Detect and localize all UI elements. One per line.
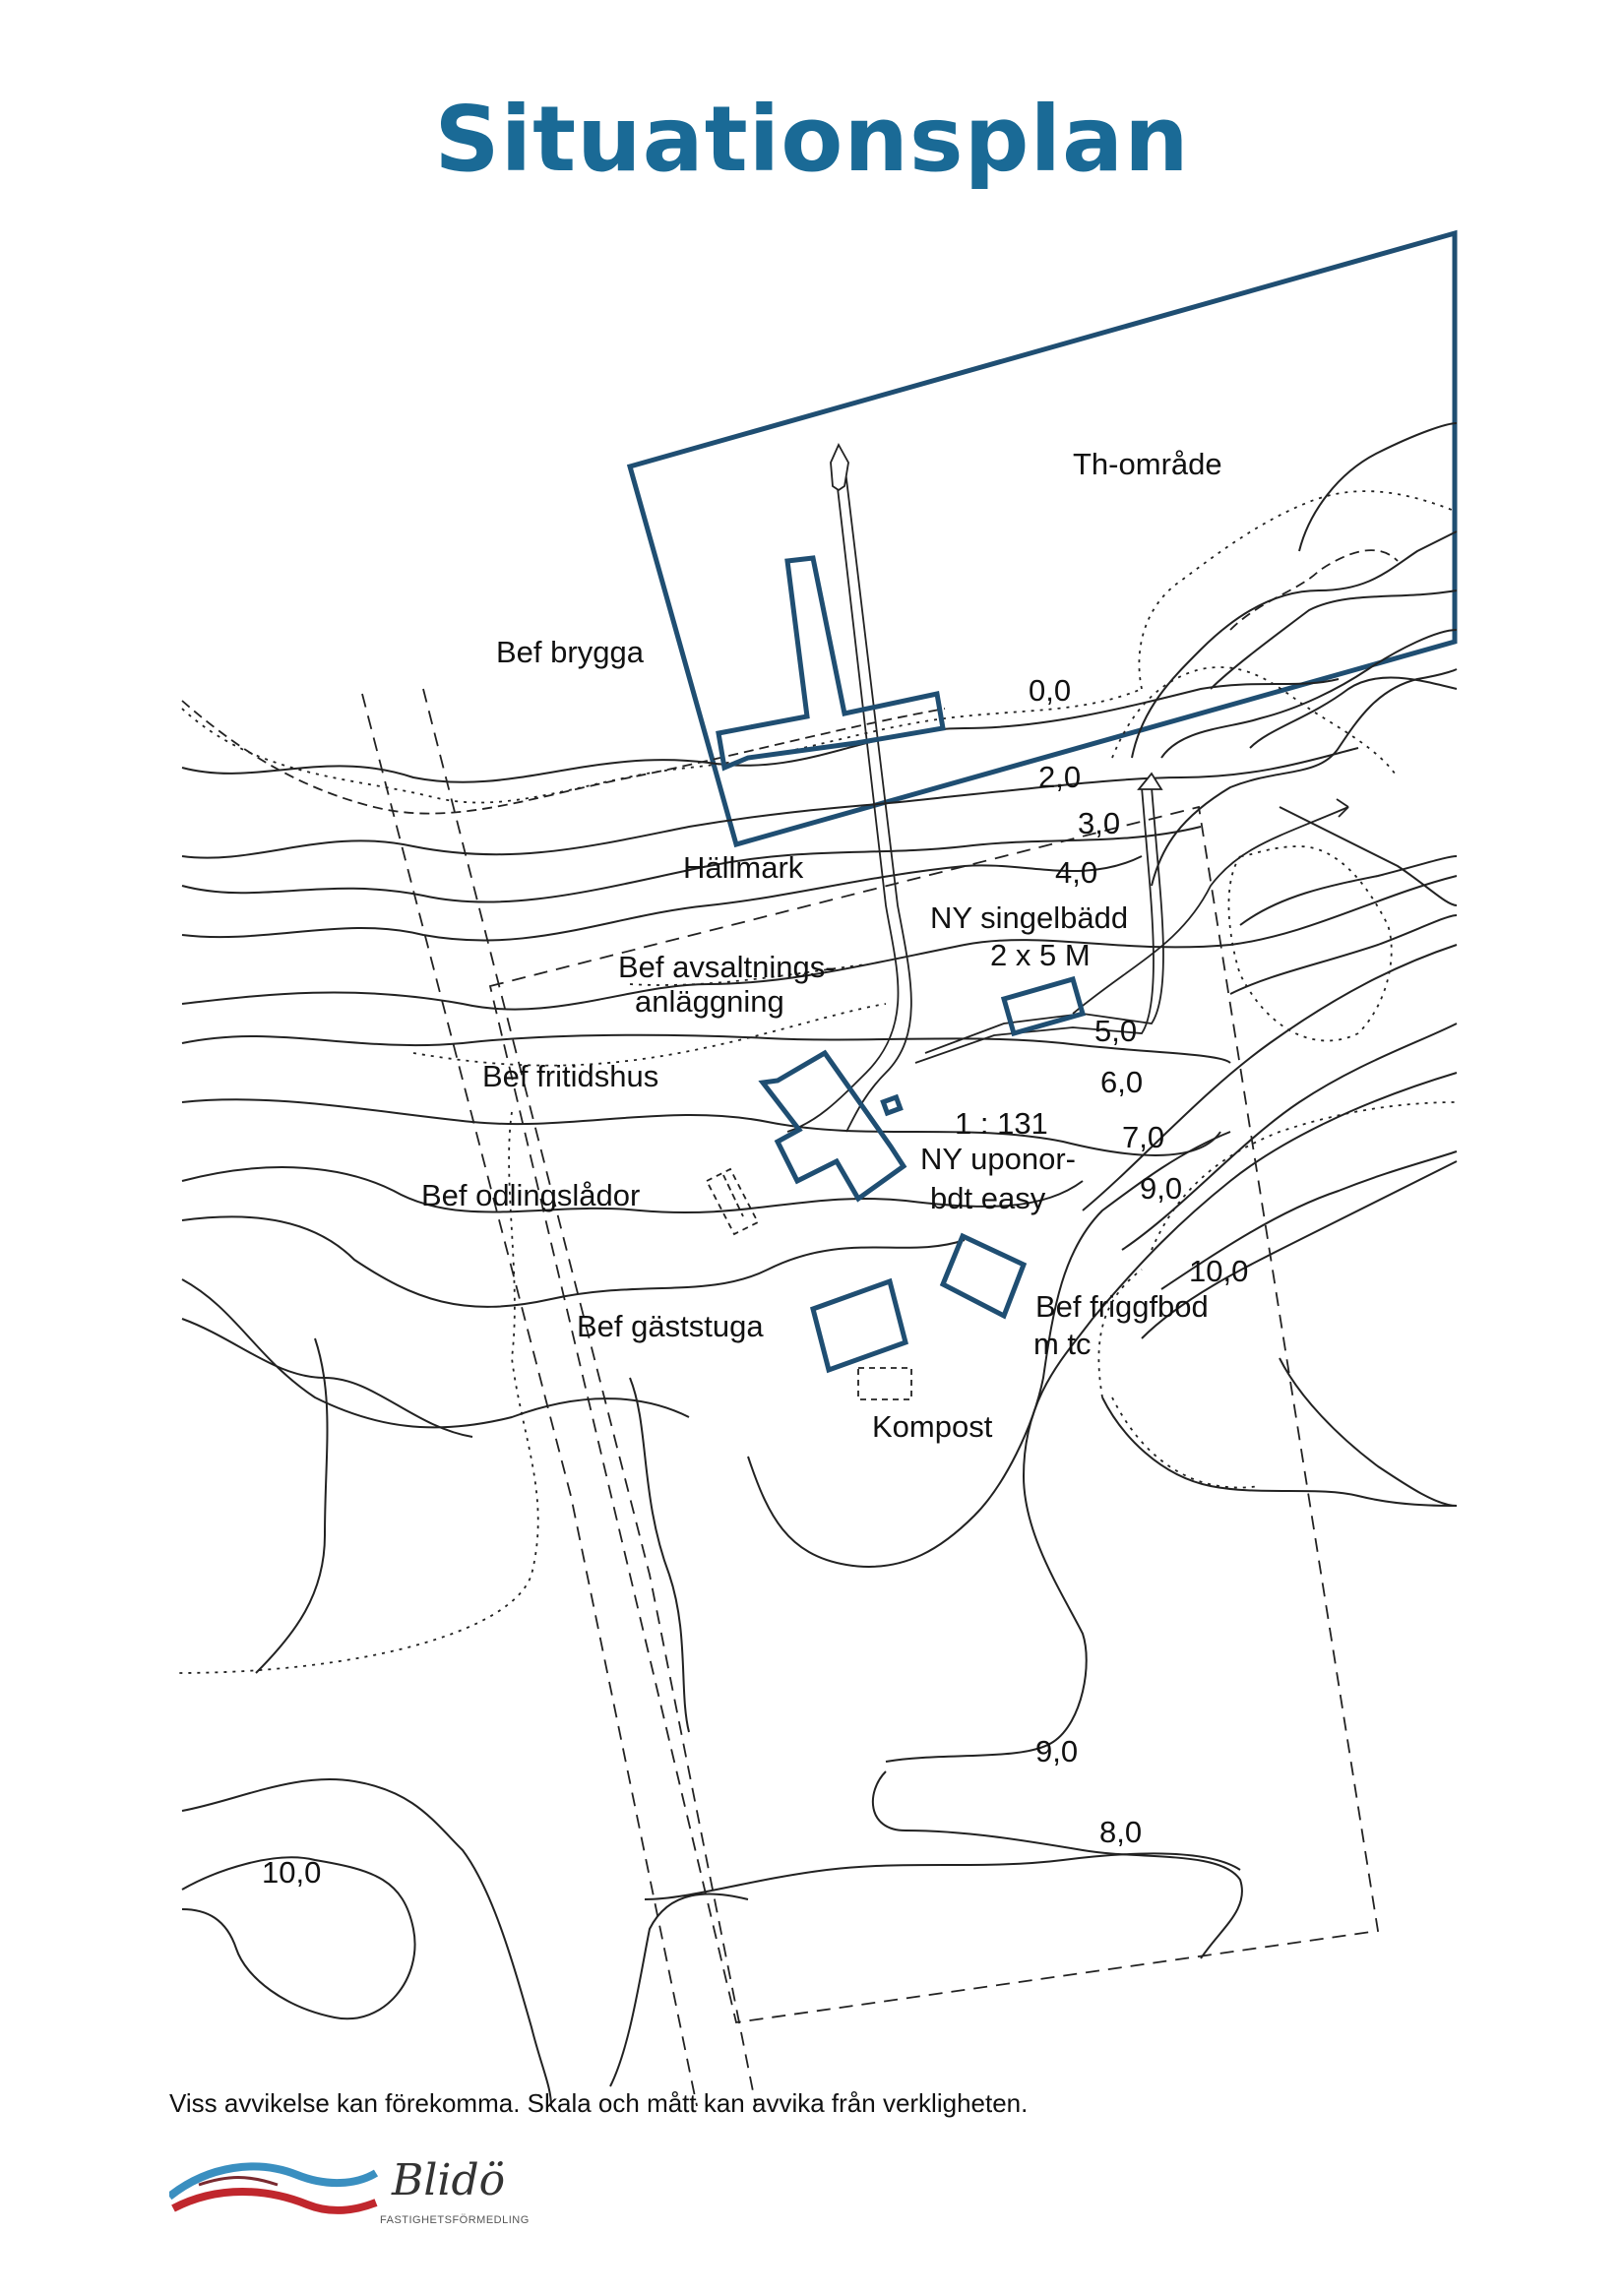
contour-lines [181,422,1458,2107]
contour-label-5: 5,0 [1094,1014,1137,1048]
uponor-tank [880,1093,904,1117]
singelbadd-box [1000,975,1087,1037]
label-ny-singelbadd: NY singelbädd [930,900,1128,935]
road-boundary-right [422,688,757,2107]
contour-label-8: 8,0 [1099,1815,1142,1849]
contour-label-9b: 9,0 [1035,1734,1078,1769]
label-th-omrade: Th-område [1073,447,1222,481]
contour-label-7: 7,0 [1122,1120,1164,1154]
logo-name: Blidö [392,2155,506,2205]
map-labels: Th-område Bef brygga Hällmark NY singelb… [262,447,1248,1890]
friggebod-building [939,1232,1028,1320]
page-title: Situationsplan [434,87,1190,192]
th-omrade-boundary [626,229,1458,848]
label-friggebod-2: m tc [1033,1327,1092,1361]
disclaimer-text: Viss avvikelse kan förekomma. Skala och … [169,2088,1029,2118]
pipe-lines [786,442,1349,1133]
contour-label-2: 2,0 [1038,760,1081,794]
contour-label-0: 0,0 [1029,673,1071,708]
label-fritidshus: Bef fritidshus [482,1059,658,1093]
label-ny-singelbadd-size: 2 x 5 M [990,938,1091,972]
contour-label-10a: 10,0 [1189,1254,1248,1288]
blido-logo-mark [169,2162,379,2214]
label-friggebod: Bef friggfbod [1035,1289,1209,1324]
label-hallmark: Hällmark [683,850,804,885]
label-gaststuga: Bef gäststuga [577,1309,764,1343]
label-avsaltning-2: anläggning [635,984,784,1019]
contour-label-6: 6,0 [1100,1065,1143,1099]
contour-label-3: 3,0 [1078,806,1120,840]
kompost-dashed [857,1367,912,1400]
label-scale: 1 : 131 [955,1106,1048,1141]
label-kompost: Kompost [872,1409,993,1444]
contour-label-4: 4,0 [1055,855,1097,890]
buildings [705,555,1087,1400]
contour-label-9a: 9,0 [1140,1171,1182,1206]
odlingslador-dashed-2 [722,1174,744,1217]
fritidshus-building [758,1049,907,1203]
label-uponor: NY uponor- [920,1142,1076,1176]
label-bef-brygga: Bef brygga [496,635,645,669]
contour-label-10b: 10,0 [262,1855,321,1890]
label-odlingslador: Bef odlingslådor [421,1178,640,1212]
gaststuga-building [810,1277,908,1374]
logo-subtitle: FASTIGHETSFÖRMEDLING [380,2214,530,2226]
odlingslador-dashed [705,1167,760,1236]
road-boundary-left [361,693,698,2107]
label-uponor-2: bdt easy [930,1181,1046,1215]
rock-outcrops [176,490,1458,1674]
label-avsaltning: Bef avsaltnings- [618,950,836,984]
brygga-structure [716,555,946,772]
